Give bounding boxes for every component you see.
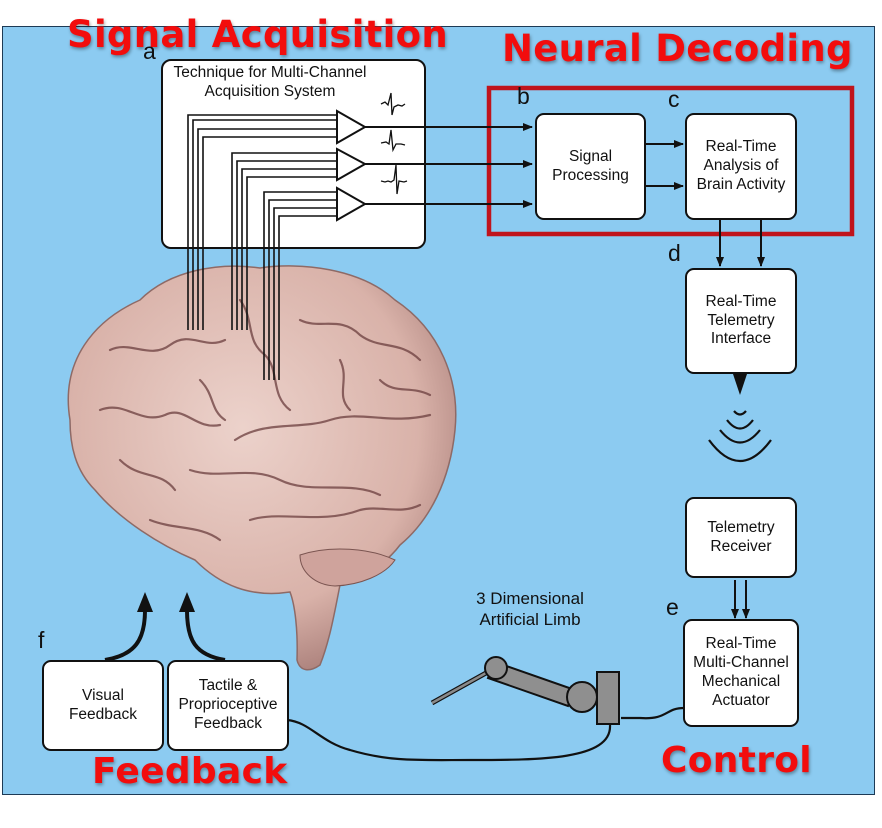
telemetry-receiver-box: Telemetry Receiver xyxy=(685,497,797,578)
acquisition-title: Technique for Multi-Channel Acquisition … xyxy=(173,64,367,100)
heading-feedback: Feedback xyxy=(92,751,288,792)
analysis-label: Real-Time Analysis of Brain Activity xyxy=(696,138,786,193)
electrode-wires xyxy=(187,114,337,380)
heading-signal-acquisition: Signal Acquisition xyxy=(67,13,449,56)
brain-gyri xyxy=(98,298,432,542)
step-label-c: c xyxy=(668,86,680,112)
amplifier-icons xyxy=(336,109,368,222)
tactile-feedback-box: Tactile & Proprioceptive Feedback xyxy=(167,660,289,751)
step-label-e: e xyxy=(666,594,679,620)
acquisition-output-arrows xyxy=(365,123,765,619)
visual-feedback-label: Visual Feedback xyxy=(68,686,138,723)
wireless-signal-icon xyxy=(708,374,772,463)
visual-feedback-box: Visual Feedback xyxy=(42,660,164,751)
signal-processing-label: Signal Processing xyxy=(552,147,629,184)
artificial-limb-label: 3 Dimensional Artificial Limb xyxy=(476,589,584,630)
step-label-b: b xyxy=(517,83,530,109)
step-label-a: a xyxy=(143,38,156,64)
cerebellum xyxy=(299,548,396,587)
brain-shape xyxy=(67,265,457,671)
tactile-feedback-label: Tactile & Proprioceptive Feedback xyxy=(178,677,278,732)
neural-decoding-highlight xyxy=(486,85,855,237)
signal-processing-box: Signal Processing xyxy=(535,113,646,220)
actuator-box: Real-Time Multi-Channel Mechanical Actua… xyxy=(683,619,799,727)
heading-control: Control xyxy=(661,740,812,781)
telemetry-interface-box: Real-Time Telemetry Interface xyxy=(685,268,797,374)
telemetry-receiver-label: Telemetry Receiver xyxy=(707,518,775,555)
step-label-d: d xyxy=(668,240,681,266)
telemetry-interface-label: Real-Time Telemetry Interface xyxy=(705,292,777,348)
cables xyxy=(286,706,685,762)
artificial-limb xyxy=(430,656,620,725)
actuator-label: Real-Time Multi-Channel Mechanical Actua… xyxy=(693,635,789,709)
feedback-arrows xyxy=(104,609,226,662)
analysis-box: Real-Time Analysis of Brain Activity xyxy=(685,113,797,220)
step-label-f: f xyxy=(38,627,45,653)
heading-neural-decoding: Neural Decoding xyxy=(502,27,853,70)
brain-image xyxy=(67,265,457,671)
spike-waveform-icons xyxy=(380,92,408,195)
